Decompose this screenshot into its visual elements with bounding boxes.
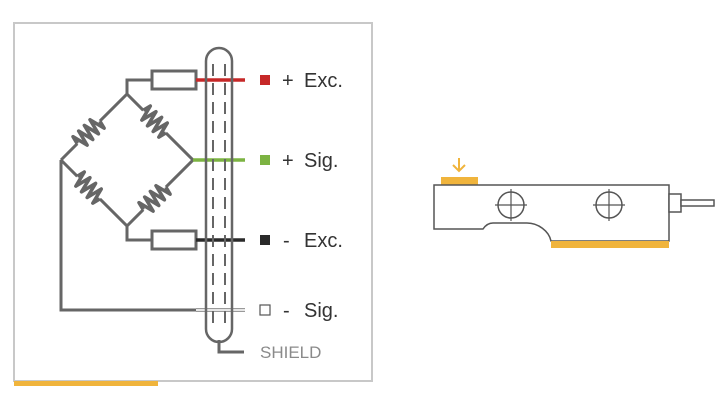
- strain-gauge-lower-right: [125, 158, 195, 228]
- terminal-minus-signal: - Sig.: [259, 300, 338, 322]
- terminal-sign: +: [282, 150, 294, 172]
- top-node-wire: [125, 78, 152, 94]
- strain-gauge-upper-right: [125, 92, 195, 162]
- strain-gauge-upper-left: [59, 92, 129, 162]
- load-cell-body: [433, 184, 670, 242]
- crosshair-circle-icon: [593, 189, 625, 221]
- terminal-sign: -: [283, 300, 290, 322]
- terminal-sign: +: [282, 70, 294, 92]
- wiring-panel-accent-bar: [14, 381, 158, 386]
- terminal-marker: [260, 155, 270, 165]
- terminal-plus-excitation: + Exc.: [260, 70, 343, 92]
- down-arrow-icon: [452, 158, 466, 173]
- crosshair-circle-icon: [495, 189, 527, 221]
- load-point-pad: [441, 177, 478, 185]
- wire-minus-signal-loop: [59, 160, 196, 312]
- terminal-sign: -: [283, 230, 290, 252]
- terminal-name: Sig.: [304, 300, 338, 322]
- wheatstone-bridge: [59, 92, 195, 228]
- cable: [680, 199, 715, 207]
- shield-label: SHIELD: [260, 343, 321, 362]
- terminal-name: Exc.: [304, 230, 343, 252]
- shield-drain-wire: [217, 340, 244, 354]
- terminal-plus-signal: + Sig.: [260, 150, 338, 172]
- bottom-node-wire: [125, 226, 152, 242]
- terminal-name: Exc.: [304, 70, 343, 92]
- cable-shield: [204, 46, 244, 354]
- mounting-base-pad: [551, 241, 669, 248]
- cable-shield-outline: [204, 46, 234, 344]
- cable-gland: [668, 193, 682, 213]
- terminal-marker: [259, 304, 271, 316]
- top-resistor: [150, 69, 198, 91]
- terminal-minus-excitation: - Exc.: [260, 230, 343, 252]
- bottom-resistor: [150, 229, 198, 251]
- wiring-panel: + Exc. + Sig. - Exc. - Sig. SHIELD: [13, 22, 373, 386]
- terminal-name: Sig.: [304, 150, 338, 172]
- terminal-marker: [260, 75, 270, 85]
- terminal-marker: [260, 235, 270, 245]
- strain-gauge-lower-left: [59, 158, 129, 228]
- load-cell-illustration: [433, 158, 715, 248]
